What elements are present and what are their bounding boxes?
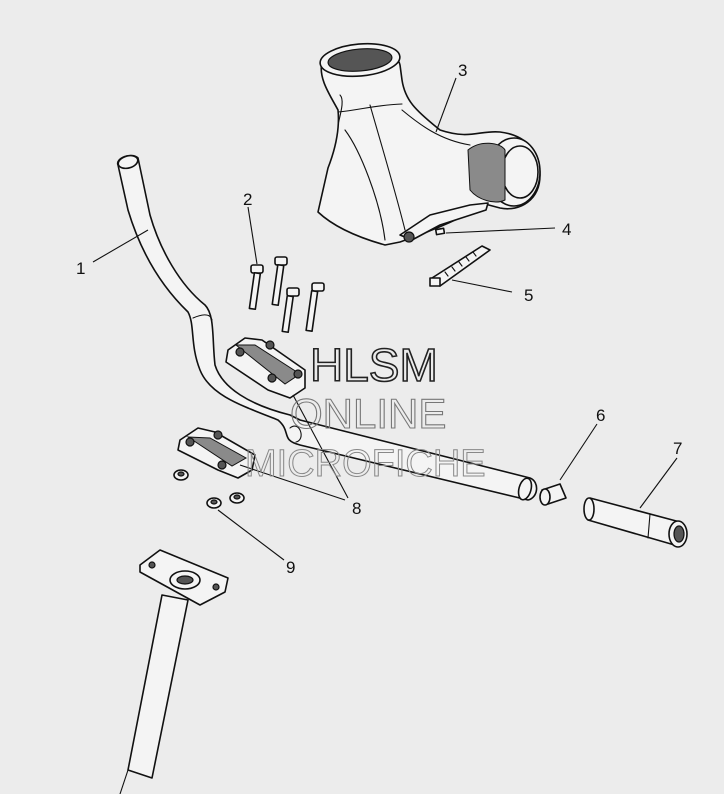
callout-9: 9	[286, 558, 295, 577]
leader-4	[445, 227, 556, 234]
callout-7: 7	[673, 439, 682, 458]
bolt-2	[271, 256, 288, 307]
leader-lines	[92, 77, 678, 561]
leader-8b	[239, 464, 346, 501]
handlebar-part	[116, 154, 538, 501]
nut-set-part	[173, 469, 245, 509]
nut-1	[173, 469, 189, 481]
callout-8: 8	[352, 499, 361, 518]
leader-9	[217, 509, 285, 561]
strap-part	[429, 245, 491, 287]
watermark-line-3: MICROFICHE	[245, 443, 486, 485]
watermark: HLSM ONLINE MICROFICHE	[245, 338, 487, 485]
callout-labels: 1 2 3 4 5 6 7 8 9	[76, 61, 682, 577]
bolt-4	[305, 282, 325, 333]
callout-4: 4	[562, 220, 571, 239]
watermark-line-2: ONLINE	[290, 390, 446, 437]
leader-8a	[292, 394, 349, 499]
bolt-1	[248, 264, 264, 311]
end-plug-part	[539, 483, 567, 506]
callout-1: 1	[76, 259, 85, 278]
leader-6	[559, 423, 598, 481]
callout-6: 6	[596, 406, 605, 425]
bolt-3	[281, 287, 300, 334]
nut-3	[229, 492, 245, 504]
leader-5	[451, 279, 513, 293]
callout-5: 5	[524, 286, 533, 305]
handlebar-cover-part	[317, 42, 541, 246]
cover-clamp-part	[399, 202, 489, 243]
leader-2	[247, 206, 258, 265]
leader-7	[639, 457, 678, 509]
upper-clamp-part	[225, 337, 306, 399]
bolt-set-part	[248, 256, 325, 334]
callout-2: 2	[243, 190, 252, 209]
leader-3	[435, 77, 457, 133]
callout-3: 3	[458, 61, 467, 80]
steering-post-part	[119, 549, 229, 794]
nut-2	[206, 497, 222, 509]
lower-clamp-part	[177, 427, 256, 479]
watermark-line-1: HLSM	[310, 339, 438, 391]
grip-part	[583, 497, 688, 548]
leader-1	[92, 229, 149, 263]
